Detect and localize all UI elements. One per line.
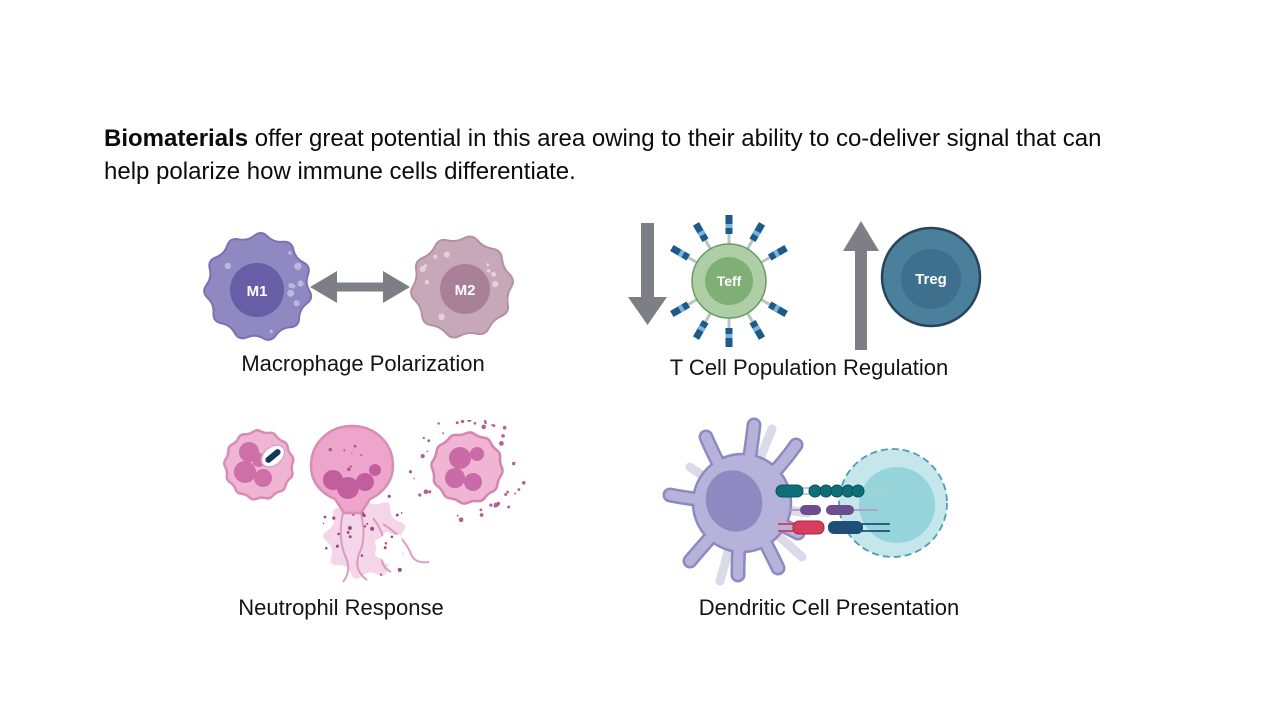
tcell-caption: T Cell Population Regulation <box>669 355 949 380</box>
teff-cell: Teff <box>670 215 788 347</box>
mhc-tcr-row <box>775 484 890 498</box>
m1-macrophage-cell: M1 <box>203 232 313 341</box>
dendritic-cell <box>662 417 806 583</box>
double-arrow-icon <box>310 271 410 303</box>
neutrophil-degranulation-cell <box>408 420 526 523</box>
net-strands <box>339 511 430 583</box>
neutrophil-illustration <box>223 420 526 583</box>
intro-paragraph: Biomaterials offer great potential in th… <box>104 122 1144 188</box>
tcell-regulation-illustration: Teff Treg <box>628 215 982 350</box>
immune-synapse-receptors <box>775 484 890 535</box>
neutrophil-phagocytosis-cell <box>223 429 295 501</box>
dendritic-illustration <box>662 417 948 586</box>
neutrophil-caption: Neutrophil Response <box>238 595 444 620</box>
dendritic-caption: Dendritic Cell Presentation <box>698 595 960 620</box>
m1-label: M1 <box>247 283 268 300</box>
t-cell <box>838 448 948 558</box>
neutrophil-netosis-cell <box>309 424 430 583</box>
m2-macrophage-cell: M2 <box>410 235 514 339</box>
signal-pair-row <box>778 520 890 535</box>
treg-cell: Treg <box>880 226 982 328</box>
macrophage-illustration: M1 M2 <box>203 232 514 341</box>
up-arrow-icon <box>843 221 879 350</box>
teff-label: Teff <box>717 273 742 289</box>
teff-receptor-spikes <box>670 215 788 347</box>
costimulatory-row <box>788 505 878 515</box>
down-arrow-icon <box>628 223 667 325</box>
m2-label: M2 <box>455 282 476 299</box>
engulfed-bacterium <box>260 444 286 468</box>
intro-bold-word: Biomaterials <box>104 125 249 152</box>
macrophage-caption: Macrophage Polarization <box>241 351 485 376</box>
treg-label: Treg <box>915 271 947 288</box>
intro-rest: offer great potential in this area owing… <box>104 125 1102 185</box>
